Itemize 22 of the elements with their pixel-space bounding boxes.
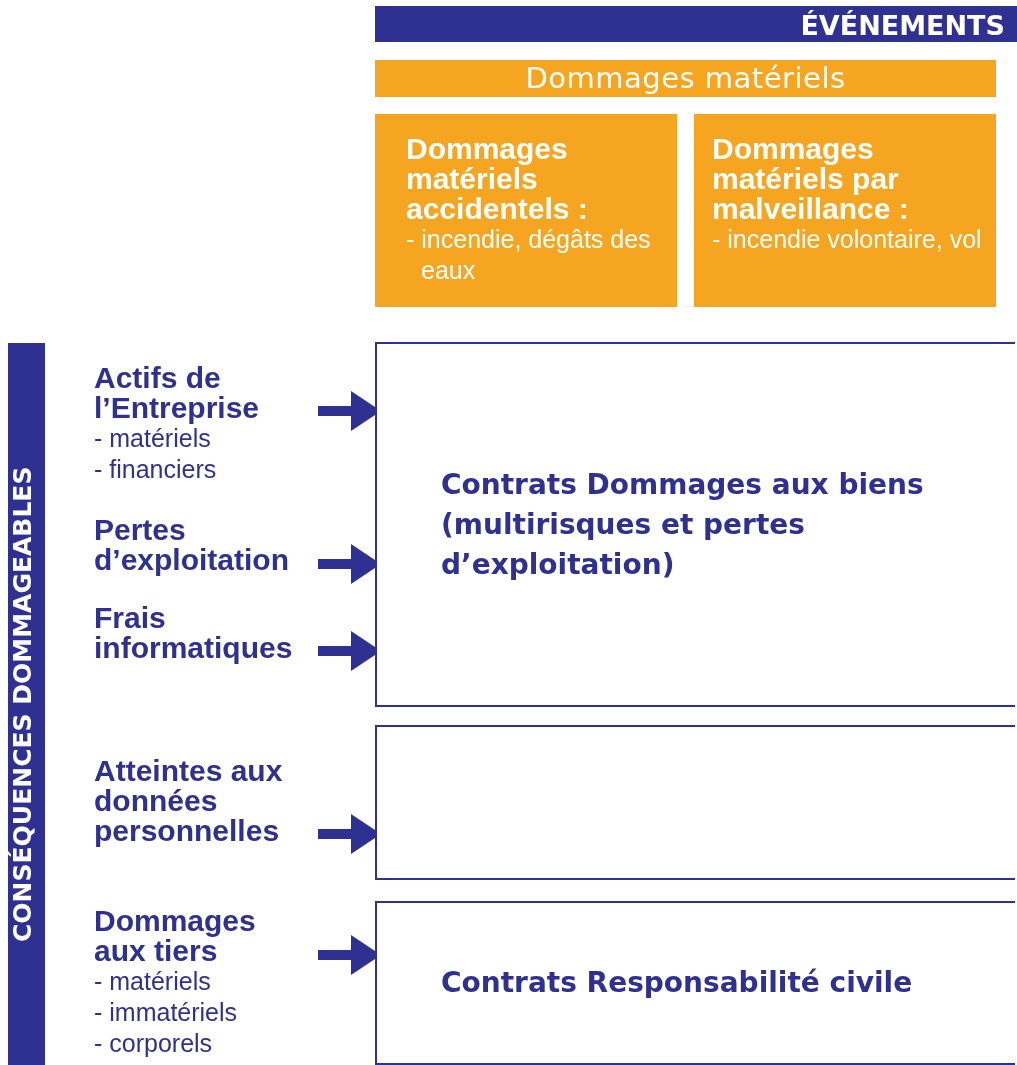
heading-text: Dommages matériels accidentels : xyxy=(406,134,589,224)
contract-box: Contrats Dommages aux biens (multirisques et pertes d’exploitation) xyxy=(375,342,1015,707)
heading-text: Frais informatiques xyxy=(94,603,294,663)
item-text: - matériels xyxy=(94,966,212,997)
heading-text: Dommages matériels par malveillance : xyxy=(712,134,910,224)
event-box xyxy=(375,114,677,307)
header-band: ÉVÉNEMENTS xyxy=(375,6,1017,42)
heading-text: Atteintes aux données personnelles xyxy=(94,756,284,846)
side-band: CONSÉQUENCES DOMMAGEABLES xyxy=(8,343,45,1065)
item-text: - corporels xyxy=(94,1028,214,1059)
item-text: - immatériels xyxy=(94,997,239,1028)
heading-text: Dommages aux tiers xyxy=(94,906,257,966)
heading-text: Pertes d’exploitation xyxy=(94,515,290,575)
empty-box xyxy=(375,725,1015,880)
contract-box: Contrats Responsabilité civile xyxy=(375,901,1015,1065)
category-band: Dommages matériels xyxy=(375,60,996,97)
item-text: - financiers xyxy=(94,454,218,485)
item-text: - matériels xyxy=(94,424,212,454)
event-box xyxy=(694,114,996,307)
item-text: - incendie volontaire, vol xyxy=(712,224,983,255)
item-text: - incendie, dégâts des eaux xyxy=(406,224,652,286)
heading-text: Actifs de l’Entreprise xyxy=(94,363,261,423)
